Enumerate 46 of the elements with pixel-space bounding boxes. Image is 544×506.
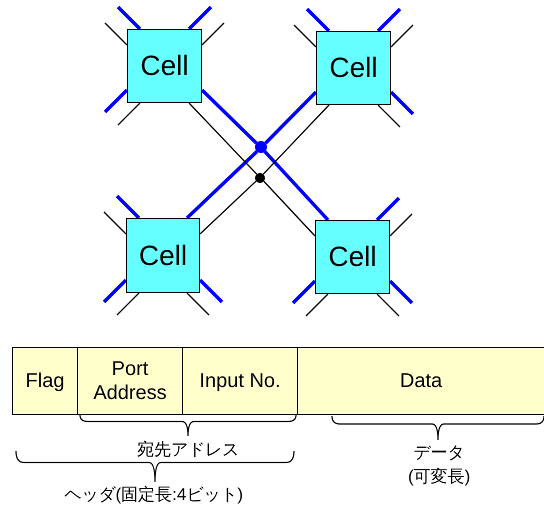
thick-line xyxy=(116,6,142,30)
cell-box: Cell xyxy=(315,220,390,294)
thick-line xyxy=(200,88,258,144)
thick-line xyxy=(198,278,224,304)
thin-line xyxy=(186,292,210,316)
thick-line xyxy=(292,280,316,304)
thin-line xyxy=(104,212,126,234)
cell-box: Cell xyxy=(126,218,200,293)
packet-field: Port Address xyxy=(77,347,183,415)
thick-line xyxy=(388,280,414,304)
thick-line xyxy=(186,150,258,220)
brace-label: データ xyxy=(414,442,464,464)
brace-label: ヘッダ(固定長:4ビット) xyxy=(64,484,243,506)
packet-field: Data xyxy=(297,347,544,415)
thick-line xyxy=(102,278,128,304)
thick-line xyxy=(306,8,330,32)
brace-label: (可変長) xyxy=(408,466,470,488)
thick-line xyxy=(188,6,212,30)
thin-line xyxy=(262,104,330,175)
thick-line xyxy=(376,8,402,32)
thin-line xyxy=(188,102,258,175)
thin-line xyxy=(390,24,414,48)
thick-line xyxy=(116,194,140,220)
thick-line xyxy=(264,150,330,222)
thin-line xyxy=(306,294,328,316)
brace-label: 宛先アドレス xyxy=(137,439,239,461)
thick-line xyxy=(264,90,318,144)
thin-line xyxy=(378,104,400,128)
cell-box: Cell xyxy=(127,29,202,103)
thin-line xyxy=(376,294,400,316)
cell-box: Cell xyxy=(316,31,391,105)
thin-line xyxy=(116,292,140,316)
thick-line xyxy=(390,90,414,116)
thin-line xyxy=(294,24,316,48)
junction-dot xyxy=(255,173,265,183)
junction-dot xyxy=(255,141,267,153)
thick-line xyxy=(104,88,128,114)
thin-line xyxy=(200,180,257,234)
thin-line xyxy=(390,214,412,236)
thin-line xyxy=(118,102,140,126)
thin-line xyxy=(202,22,224,46)
packet-field: Input No. xyxy=(182,347,298,415)
thick-line xyxy=(376,196,400,222)
thin-line xyxy=(263,180,316,236)
thin-line xyxy=(104,22,128,46)
packet-field: Flag xyxy=(12,347,78,415)
